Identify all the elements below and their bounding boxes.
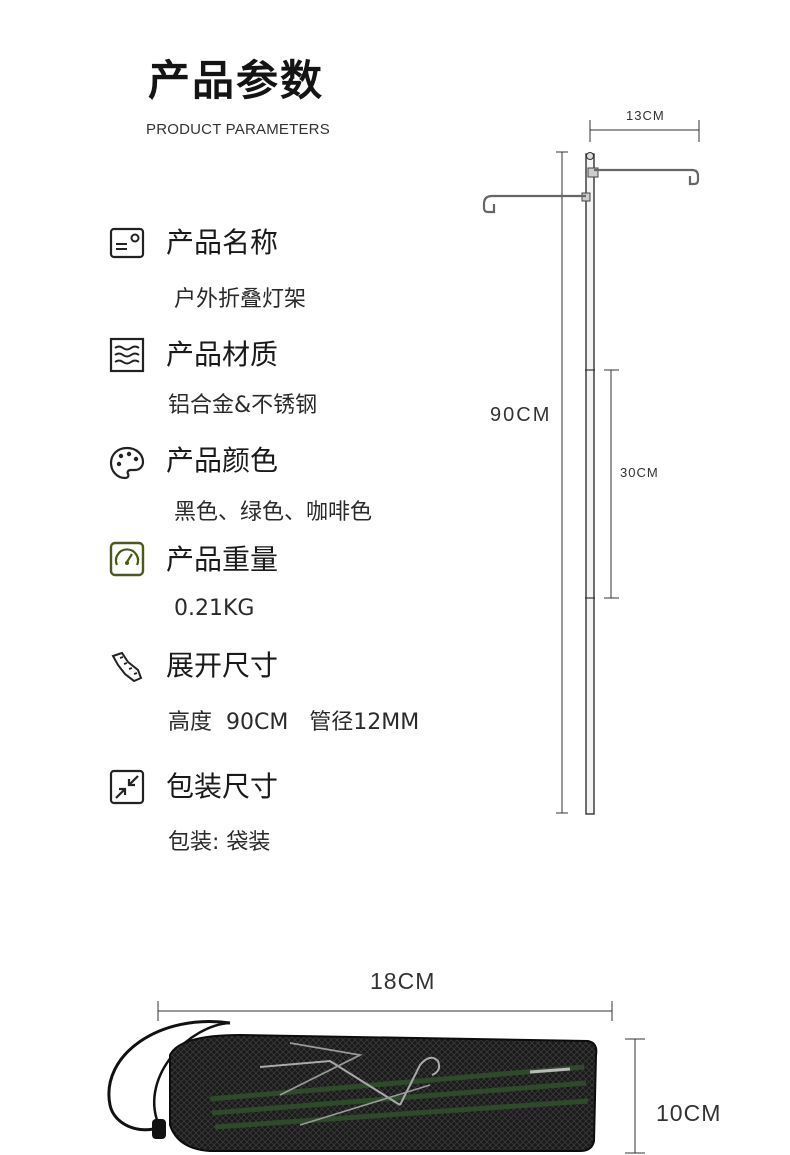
segment-dimension [604,369,619,599]
palette-icon [108,444,146,482]
lamp-stand-diagram [482,120,700,815]
weight-gauge-icon [108,540,146,578]
param-value-unfolded: 高度 90CM 管径12MM [168,710,420,735]
material-layers-icon [108,336,146,374]
param-label-package: 包装尺寸 [166,770,279,803]
bag-length-dimension [157,1001,613,1021]
param-value-package: 包装: 袋装 [168,830,271,855]
bag-height-dimension [625,1038,645,1154]
arm-width-dimension [589,120,700,142]
ruler-hand-icon [108,648,146,686]
param-value-material: 铝合金&不锈钢 [168,393,318,418]
mesh-bag [107,1020,598,1152]
compress-arrows-icon [108,768,146,806]
bag-height-label: 10CM [656,1100,722,1126]
param-label-color: 产品颜色 [166,444,279,477]
param-label-name: 产品名称 [166,226,279,259]
segment-length-label: 30CM [620,465,659,480]
lamp-pole [585,152,595,815]
page-subtitle: PRODUCT PARAMETERS [146,121,330,138]
name-card-icon [108,224,146,262]
total-height-label: 90CM [490,404,552,426]
arm-width-label: 13CM [626,108,665,123]
page-title: 产品参数 [148,56,325,105]
packed-bag-diagram [107,1001,645,1154]
param-label-material: 产品材质 [166,338,279,371]
left-hook-arm [482,192,591,214]
param-value-weight: 0.21KG [174,596,255,621]
param-value-name: 户外折叠灯架 [174,287,307,312]
param-label-weight: 产品重量 [166,543,279,576]
right-hook-arm [587,167,700,186]
param-label-unfolded: 展开尺寸 [166,649,279,682]
total-height-dimension [556,151,568,814]
bag-length-label: 18CM [370,968,436,994]
param-value-color: 黑色、绿色、咖啡色 [174,500,373,525]
